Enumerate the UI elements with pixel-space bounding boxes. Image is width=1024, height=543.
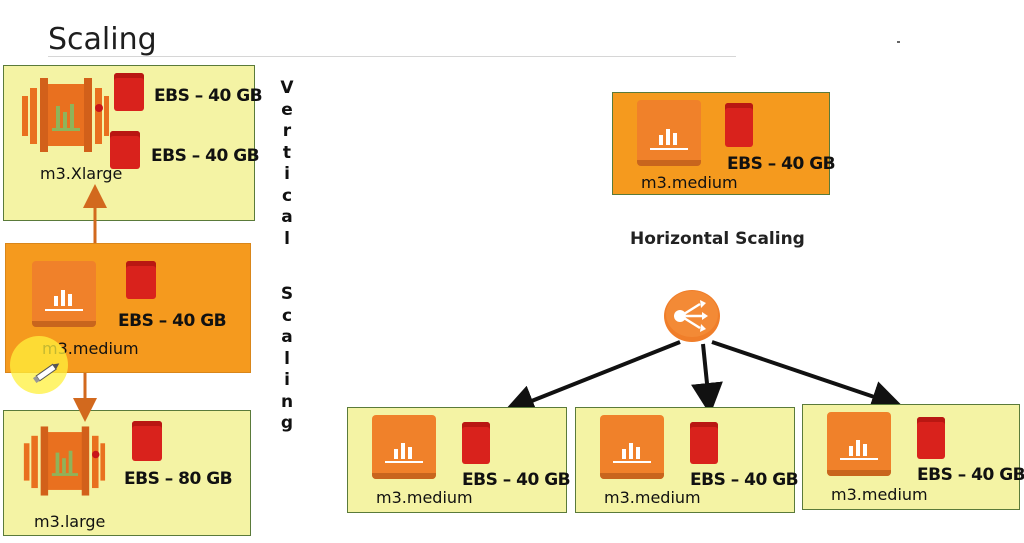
ebs-label: EBS – 80 GB <box>124 469 233 489</box>
instance-type-label: m3.medium <box>604 488 701 507</box>
vertical-letter: c <box>281 305 293 326</box>
vertical-letter: a <box>281 207 293 227</box>
arrow-to-target-1 <box>502 340 681 416</box>
ec2-medium-instance-icon <box>600 415 664 479</box>
instance-type-label: m3.medium <box>42 339 139 358</box>
ebs-volume-icon <box>917 417 945 459</box>
ebs-label: EBS – 40 GB <box>727 154 836 174</box>
ebs-volume-icon <box>725 103 753 147</box>
ebs-volume-icon <box>110 131 140 169</box>
vertical-letter: c <box>281 185 293 206</box>
vertical-letter: V <box>280 78 294 98</box>
vertical-scaling-label: V e r t i c a l S c a l i n g <box>279 78 295 435</box>
instance-type-label: m3.Xlarge <box>40 164 123 183</box>
ebs-label: EBS – 40 GB <box>154 86 263 106</box>
stray-dot <box>897 41 900 43</box>
ebs-label: EBS – 40 GB <box>917 465 1024 485</box>
ebs-label: EBS – 40 GB <box>118 311 227 331</box>
instance-type-label: m3.medium <box>376 488 473 507</box>
instance-type-label: m3.large <box>34 512 106 531</box>
ec2-medium-instance-icon <box>637 100 701 166</box>
title-divider <box>48 56 736 57</box>
target-instance-box-3: EBS – 40 GB m3.medium <box>802 404 1024 510</box>
ec2-medium-instance-icon <box>827 412 891 476</box>
vertical-letter: i <box>284 164 290 184</box>
ebs-label: EBS – 40 GB <box>151 146 260 166</box>
large-instance-box: EBS – 80 GB m3.large <box>3 410 251 536</box>
target-instance-box-1: EBS – 40 GB m3.medium <box>347 407 571 513</box>
instance-type-label: m3.medium <box>641 173 738 192</box>
ebs-volume-icon <box>132 421 162 461</box>
vertical-letter: l <box>284 228 290 249</box>
ec2-medium-instance-icon <box>372 415 436 479</box>
pencil-cursor-icon <box>32 363 60 384</box>
source-medium-instance-box: EBS – 40 GB m3.medium <box>612 92 836 195</box>
ec2-medium-instance-icon <box>32 261 96 327</box>
vertical-letter: e <box>281 99 293 120</box>
page-title: Scaling <box>48 22 157 57</box>
vertical-letter: n <box>280 391 294 412</box>
instance-type-label: m3.medium <box>831 485 928 504</box>
elastic-load-balancer-icon <box>664 290 720 342</box>
vertical-letter: r <box>282 121 292 141</box>
ec2-xlarge-instance-icon <box>22 78 109 152</box>
arrow-to-target-3 <box>711 340 904 412</box>
vertical-letter: l <box>284 348 290 369</box>
horizontal-scaling-label: Horizontal Scaling <box>630 229 805 249</box>
xlarge-instance-box: EBS – 40 GB EBS – 40 GB m3.Xlarge <box>3 65 263 221</box>
ebs-volume-icon <box>114 73 144 111</box>
vertical-letter: t <box>282 142 292 163</box>
medium-instance-box: EBS – 40 GB m3.medium <box>5 243 251 373</box>
ebs-label: EBS – 40 GB <box>462 470 571 490</box>
vertical-arrows <box>73 184 107 422</box>
vertical-letter: g <box>280 413 294 433</box>
ebs-volume-icon <box>462 422 490 464</box>
vertical-letter: S <box>280 284 294 304</box>
arrow-to-target-2 <box>691 343 723 415</box>
target-instance-box-2: EBS – 40 GB m3.medium <box>575 407 799 513</box>
vertical-letter: a <box>281 327 293 347</box>
ebs-volume-icon <box>126 261 156 299</box>
ec2-large-instance-icon <box>23 426 106 496</box>
vertical-letter: i <box>284 370 290 390</box>
ebs-volume-icon <box>690 422 718 464</box>
ebs-label: EBS – 40 GB <box>690 470 799 490</box>
